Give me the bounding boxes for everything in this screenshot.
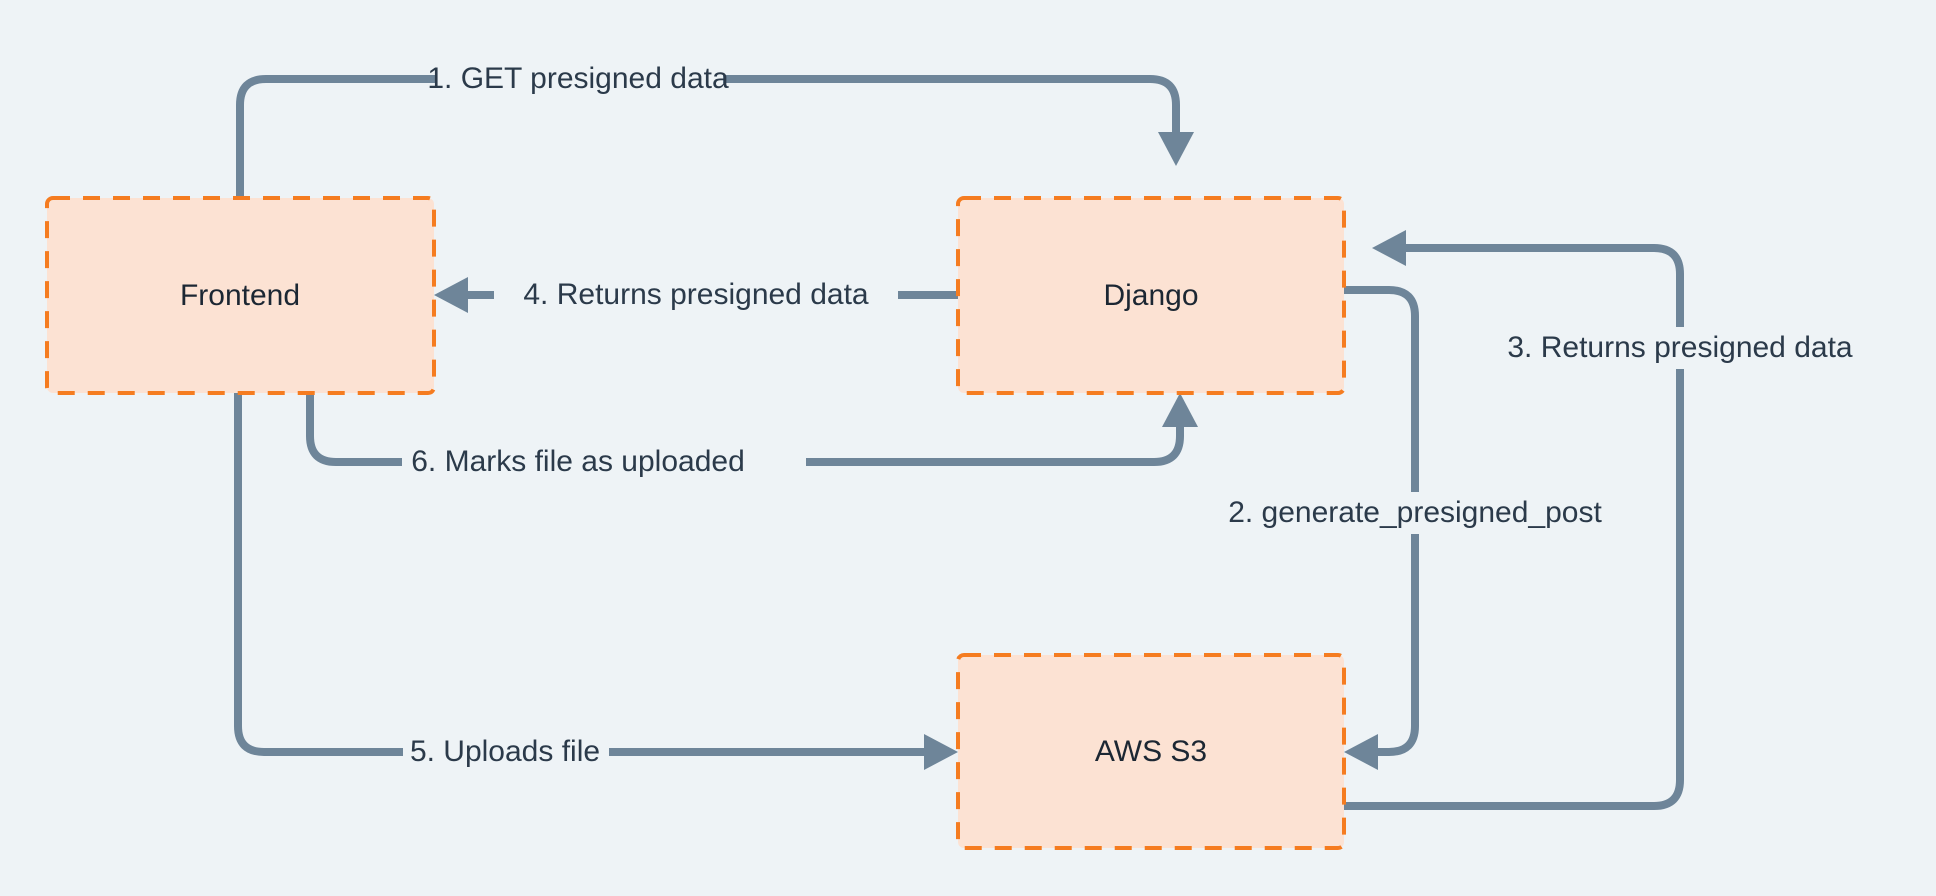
edge-2-generate-presigned-post: 2. generate_presigned_post — [1200, 286, 1630, 770]
edge-2-label: 2. generate_presigned_post — [1228, 496, 1602, 529]
edge-2-label-backdrop — [1200, 492, 1630, 534]
edge-3-path — [1340, 244, 1684, 810]
edge-4-arrowhead — [434, 277, 468, 313]
edge-1-label: 1. GET presigned data — [427, 62, 729, 95]
node-django-box[interactable] — [956, 196, 1346, 395]
node-aws-s3-label: AWS S3 — [1095, 735, 1207, 768]
edge-4-label-backdrop — [494, 274, 898, 316]
edge-1-arrowhead — [1158, 132, 1194, 166]
node-django-label: Django — [1103, 279, 1198, 312]
edge-6-label: 6. Marks file as uploaded — [411, 445, 745, 478]
edge-6-arrowhead — [1162, 393, 1198, 427]
node-frontend-label: Frontend — [180, 279, 300, 312]
edge-2-arrowhead — [1344, 734, 1378, 770]
node-frontend-box[interactable] — [45, 196, 436, 395]
edge-3-arrowhead — [1372, 230, 1406, 266]
edge-6-label-backdrop — [402, 441, 806, 483]
edge-5-label: 5. Uploads file — [410, 735, 600, 768]
edge-4-returns-presigned-data: 4. Returns presigned data — [434, 274, 962, 316]
node-aws-s3-box[interactable] — [956, 653, 1346, 850]
edge-1-get-presigned-data: 1. GET presigned data — [236, 59, 1194, 202]
edge-1-label-backdrop — [435, 59, 723, 99]
edge-5-path — [234, 389, 936, 756]
edge-5-arrowhead — [924, 734, 958, 770]
edge-6-marks-file-as-uploaded: 6. Marks file as uploaded — [306, 389, 1198, 483]
edge-4-label: 4. Returns presigned data — [523, 278, 869, 311]
edge-5-label-backdrop — [403, 731, 609, 773]
edge-3-label: 3. Returns presigned data — [1507, 331, 1853, 364]
node-aws-s3[interactable]: AWS S3 — [956, 653, 1346, 850]
edge-5-uploads-file: 5. Uploads file — [234, 389, 958, 773]
edge-3-label-backdrop — [1478, 327, 1882, 369]
edge-3-returns-presigned-data: 3. Returns presigned data — [1340, 230, 1882, 810]
node-django[interactable]: Django — [956, 196, 1346, 395]
node-frontend[interactable]: Frontend — [45, 196, 436, 395]
